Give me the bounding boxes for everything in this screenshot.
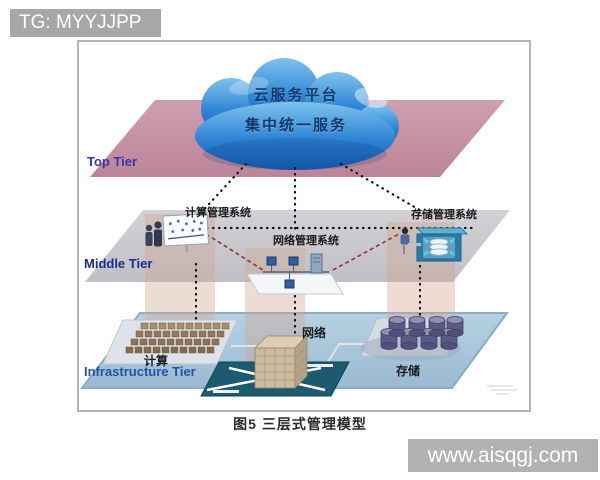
figure-caption: 图5 三层式管理模型 (233, 416, 367, 432)
compute-infra-icon (102, 319, 238, 365)
network-infra-icon (200, 335, 350, 397)
storage-infra-label: 存储 (395, 364, 420, 378)
infrastructure-tier-label: Infrastructure Tier (84, 364, 196, 379)
watermark-badge-top: TG: MYYJJPP (10, 9, 161, 37)
network-mgmt-label: 网络管理系统 (273, 235, 339, 247)
system-link-lines (205, 233, 400, 271)
storage-mgmt-icon (400, 227, 469, 262)
cloud-icon (195, 58, 399, 170)
watermark-badge-bottom: www.aisqgj.com (408, 439, 598, 472)
storage-infra-icon (360, 316, 464, 361)
cloud-subtitle: 集中统一服务 (244, 117, 347, 134)
network-mgmt-icon (246, 253, 344, 295)
top-tier-label: Top Tier (87, 154, 138, 169)
compute-mgmt-label: 计算管理系统 (185, 207, 251, 219)
cloud-title: 云服务平台 (253, 87, 339, 104)
watermark-smudge (487, 385, 517, 395)
compute-mgmt-icon (145, 213, 210, 252)
network-infra-label: 网络 (301, 326, 326, 340)
middle-tier-label: Middle Tier (84, 256, 153, 271)
storage-mgmt-label: 存储管理系统 (411, 209, 477, 221)
figure-frame: 云服务平台 集中统一服务 Top Tier Middle Tier Infras… (77, 40, 531, 412)
diagram-canvas (79, 58, 517, 397)
compute-infra-label: 计算 (143, 354, 168, 368)
